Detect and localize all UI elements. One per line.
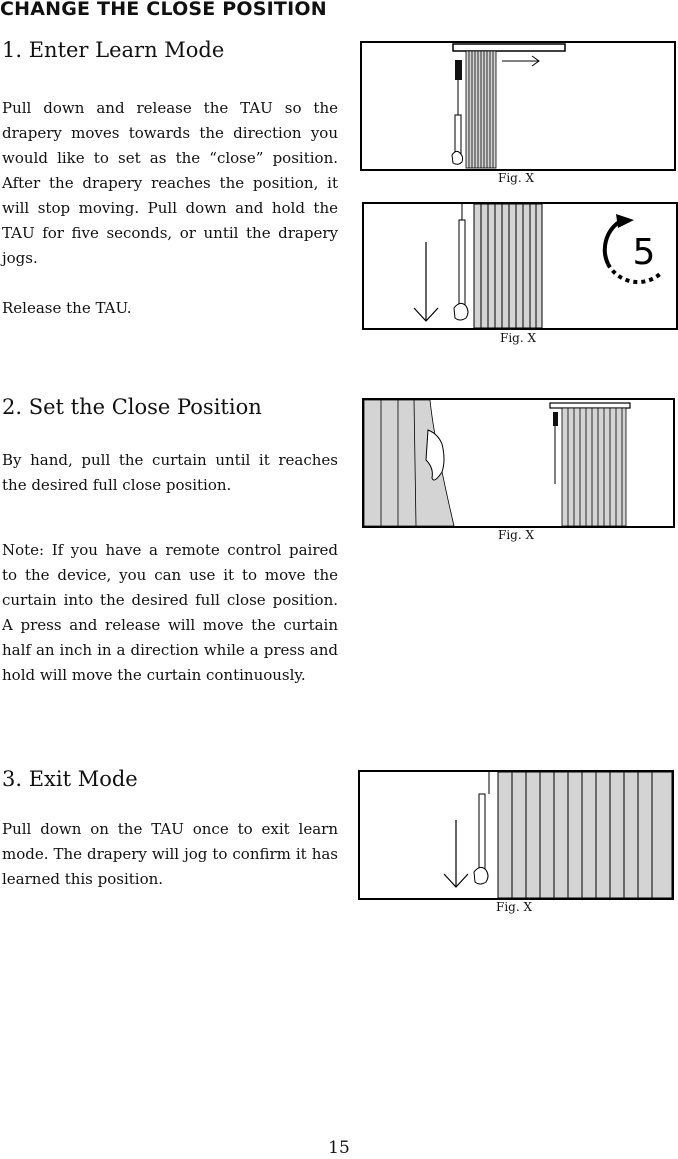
figure-2-pull-curtain-by-hand — [362, 398, 675, 528]
figure-1a-drapery-moving — [360, 41, 676, 171]
figure-1a-caption: Fig. X — [498, 171, 535, 185]
step-2-title: 2. Set the Close Position — [2, 395, 262, 419]
drapery-panels — [465, 50, 497, 169]
figure-3-exit-learn-mode — [358, 770, 674, 900]
step-3-title: 3. Exit Mode — [2, 767, 138, 791]
step-2-instructions: By hand, pull the curtain until it reach… — [2, 451, 338, 494]
step-3-instructions: Pull down on the TAU once to exit learn … — [2, 820, 338, 888]
figure-3-caption: Fig. X — [496, 900, 533, 914]
hand-icon — [425, 429, 445, 481]
down-arrow-icon — [413, 242, 439, 322]
stacked-drapery — [561, 407, 627, 526]
step-2-remote-note: Note: If you have a remote control paire… — [2, 541, 338, 684]
figure-1b-caption: Fig. X — [500, 331, 537, 345]
drapery-panels — [473, 204, 543, 328]
figure-2-caption: Fig. X — [498, 528, 535, 542]
figure-1b-hold-five-seconds: 5 — [362, 202, 678, 330]
step-1-release-note: Release the TAU. — [2, 299, 132, 317]
step-1-title: 1. Enter Learn Mode — [2, 38, 225, 62]
closed-drapery — [497, 772, 672, 898]
page-number: 15 — [328, 1138, 350, 1158]
down-arrow-icon — [443, 820, 469, 888]
step-1-instructions: Pull down and release the TAU so the dra… — [2, 99, 338, 267]
page-heading: CHANGE THE CLOSE POSITION — [0, 0, 327, 20]
five-second-count: 5 — [633, 232, 656, 273]
five-second-timer-icon — [602, 214, 662, 285]
